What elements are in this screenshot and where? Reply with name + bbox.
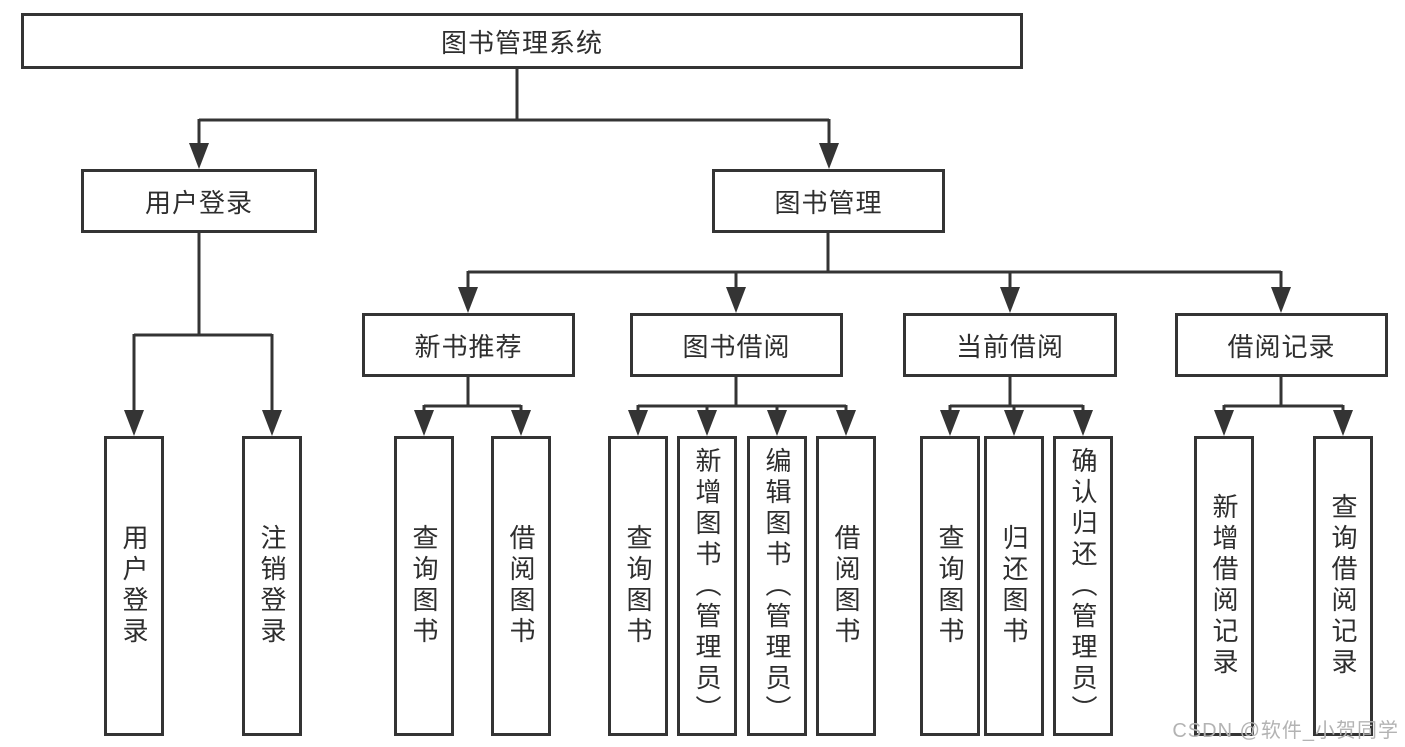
csdn-watermark: CSDN @软件_小贺同学 bbox=[1172, 720, 1399, 742]
node-label: 新增借阅记录 bbox=[1209, 493, 1239, 679]
arrowhead-icons bbox=[124, 143, 1353, 436]
arrowhead-icon bbox=[511, 410, 531, 436]
node-label: 图书管理系统 bbox=[440, 27, 603, 58]
node-label: 新增图书（管理员） bbox=[692, 446, 722, 726]
node-label: 图书管理 bbox=[774, 187, 883, 218]
node-label: 查询借阅记录 bbox=[1328, 493, 1358, 679]
connector-root bbox=[197, 69, 831, 145]
node-label: 新书推荐 bbox=[414, 331, 523, 362]
connector-current-borrow bbox=[948, 377, 1085, 413]
leaf-logout: 注销登录 bbox=[242, 436, 302, 736]
node-label: 注销登录 bbox=[257, 524, 287, 648]
node-label: 当前借阅 bbox=[955, 331, 1064, 362]
node-library-management-system: 图书管理系统 bbox=[21, 13, 1023, 69]
leaf-confirm-return-admin: 确认归还（管理员） bbox=[1053, 436, 1113, 736]
arrowhead-icon bbox=[1073, 410, 1093, 436]
connector-user-login bbox=[132, 233, 274, 413]
node-label: 查询图书 bbox=[623, 524, 653, 648]
node-label: 查询图书 bbox=[409, 524, 439, 648]
node-label: 借阅图书 bbox=[506, 524, 536, 648]
arrowhead-icon bbox=[940, 410, 960, 436]
connector-new-book-recommend bbox=[422, 377, 523, 413]
arrowhead-icon bbox=[628, 410, 648, 436]
node-book-management: 图书管理 bbox=[712, 169, 945, 233]
arrowhead-icon bbox=[726, 287, 746, 313]
arrowhead-icon bbox=[1333, 410, 1353, 436]
leaf-edit-books-admin: 编辑图书（管理员） bbox=[747, 436, 807, 736]
node-borrow-records: 借阅记录 bbox=[1175, 313, 1388, 377]
node-label: 归还图书 bbox=[999, 524, 1029, 648]
leaf-query-borrow-record: 查询借阅记录 bbox=[1313, 436, 1373, 736]
node-label: 借阅记录 bbox=[1227, 331, 1336, 362]
leaf-add-borrow-record: 新增借阅记录 bbox=[1194, 436, 1254, 736]
arrowhead-icon bbox=[697, 410, 717, 436]
node-user-login: 用户登录 bbox=[81, 169, 317, 233]
arrowhead-icon bbox=[414, 410, 434, 436]
node-label: 查询图书 bbox=[935, 524, 965, 648]
node-label: 图书借阅 bbox=[682, 331, 791, 362]
arrowhead-icon bbox=[767, 410, 787, 436]
leaf-user-login: 用户登录 bbox=[104, 436, 164, 736]
arrowhead-icon bbox=[1000, 287, 1020, 313]
arrowhead-icon bbox=[458, 287, 478, 313]
node-current-borrow: 当前借阅 bbox=[903, 313, 1117, 377]
arrowhead-icon bbox=[1004, 410, 1024, 436]
arrowhead-icon bbox=[1214, 410, 1234, 436]
node-label: 编辑图书（管理员） bbox=[762, 446, 792, 726]
node-label: 确认归还（管理员） bbox=[1068, 446, 1098, 726]
node-label: 用户登录 bbox=[144, 187, 253, 218]
connector-borrow-records bbox=[1222, 377, 1345, 413]
node-label: 借阅图书 bbox=[831, 524, 861, 648]
node-label: 用户登录 bbox=[119, 524, 149, 648]
arrowhead-icon bbox=[836, 410, 856, 436]
leaf-return-books: 归还图书 bbox=[984, 436, 1044, 736]
node-book-borrow: 图书借阅 bbox=[630, 313, 843, 377]
leaf-query-books-recommend: 查询图书 bbox=[394, 436, 454, 736]
arrowhead-icon bbox=[262, 410, 282, 436]
leaf-borrow-books: 借阅图书 bbox=[816, 436, 876, 736]
arrowhead-icon bbox=[124, 410, 144, 436]
arrowhead-icon bbox=[819, 143, 839, 169]
arrowhead-icon bbox=[189, 143, 209, 169]
connector-book-borrow bbox=[636, 377, 848, 413]
leaf-borrow-books-recommend: 借阅图书 bbox=[491, 436, 551, 736]
leaf-add-books-admin: 新增图书（管理员） bbox=[677, 436, 737, 736]
arrowhead-icon bbox=[1271, 287, 1291, 313]
connector-book-management bbox=[466, 233, 1283, 290]
leaf-query-books-borrow: 查询图书 bbox=[608, 436, 668, 736]
node-new-book-recommend: 新书推荐 bbox=[362, 313, 575, 377]
leaf-query-books-current: 查询图书 bbox=[920, 436, 980, 736]
